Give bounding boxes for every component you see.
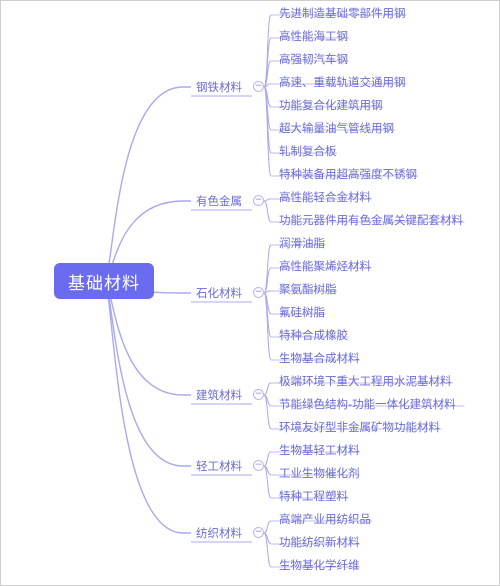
leaf-link: [263, 532, 272, 568]
collapse-toggle-icon[interactable]: −: [253, 195, 264, 206]
leaf-node[interactable]: 高端产业用纺织品: [279, 512, 371, 526]
leaf-node[interactable]: 特种工程塑料: [279, 489, 348, 503]
leaf-node[interactable]: 生物基化学纤维: [279, 558, 360, 572]
leaf-link: [263, 292, 272, 361]
leaf-link: [263, 267, 272, 294]
branch-node[interactable]: 建筑材料: [196, 388, 242, 402]
leaf-node[interactable]: 功能元器件用有色金属关键配套材料: [279, 213, 463, 227]
branch-node[interactable]: 纺织材料: [196, 526, 242, 540]
leaf-node[interactable]: 功能复合化建筑用钢: [279, 98, 383, 112]
leaf-node[interactable]: 润滑油脂: [279, 236, 325, 250]
branch-node[interactable]: 轻工材料: [196, 459, 242, 473]
leaf-node[interactable]: 功能纺织新材料: [279, 535, 360, 549]
collapse-toggle-icon[interactable]: −: [253, 527, 264, 538]
collapse-toggle-icon[interactable]: −: [253, 389, 264, 400]
leaf-node[interactable]: 高性能轻合金材料: [279, 190, 371, 204]
collapse-toggle-icon[interactable]: −: [253, 460, 264, 471]
leaf-link: [263, 451, 272, 467]
leaf-link: [263, 198, 272, 202]
leaf-node[interactable]: 氟硅树脂: [279, 305, 325, 319]
root-node[interactable]: 基础材料: [54, 263, 154, 299]
leaf-node[interactable]: 节能绿色结构-功能一体化建筑材料: [279, 397, 456, 411]
leaf-node[interactable]: 聚氨酯树脂: [279, 282, 337, 296]
branch-node[interactable]: 钢铁材料: [196, 80, 242, 94]
leaf-node[interactable]: 高强韧汽车钢: [279, 52, 348, 66]
leaf-link: [263, 200, 272, 223]
collapse-toggle-icon[interactable]: −: [253, 81, 264, 92]
leaf-node[interactable]: 先进制造基础零部件用钢: [279, 6, 406, 20]
leaf-node[interactable]: 特种合成橡胶: [279, 328, 348, 342]
leaf-node[interactable]: 高速、重载轨道交通用钢: [279, 75, 406, 89]
leaf-node[interactable]: 超大输量油气管线用钢: [279, 121, 394, 135]
leaf-link: [263, 394, 272, 430]
collapse-toggle-icon[interactable]: −: [253, 287, 264, 298]
leaf-link: [263, 465, 272, 499]
leaf-node[interactable]: 高性能海工钢: [279, 29, 348, 43]
leaf-link: [263, 86, 272, 177]
branch-node[interactable]: 有色金属: [196, 194, 242, 208]
leaf-node[interactable]: 极端环境下重大工程用水泥基材料: [279, 374, 452, 388]
leaf-node[interactable]: 工业生物催化剂: [279, 466, 360, 480]
root-link: [103, 280, 191, 534]
leaf-link: [263, 60, 272, 88]
leaf-node[interactable]: 轧制复合板: [279, 144, 337, 158]
leaf-node[interactable]: 高性能聚烯烃材料: [279, 259, 371, 273]
leaf-node[interactable]: 生物基轻工材料: [279, 443, 360, 457]
leaf-node[interactable]: 特种装备用超高强度不锈钢: [279, 167, 417, 181]
leaf-node[interactable]: 环境友好型非金属矿物功能材料: [279, 420, 440, 434]
leaf-node[interactable]: 生物基合成材料: [279, 351, 360, 365]
leaf-link: [263, 382, 272, 396]
leaf-link: [263, 520, 272, 534]
branch-node[interactable]: 石化材料: [196, 286, 242, 300]
